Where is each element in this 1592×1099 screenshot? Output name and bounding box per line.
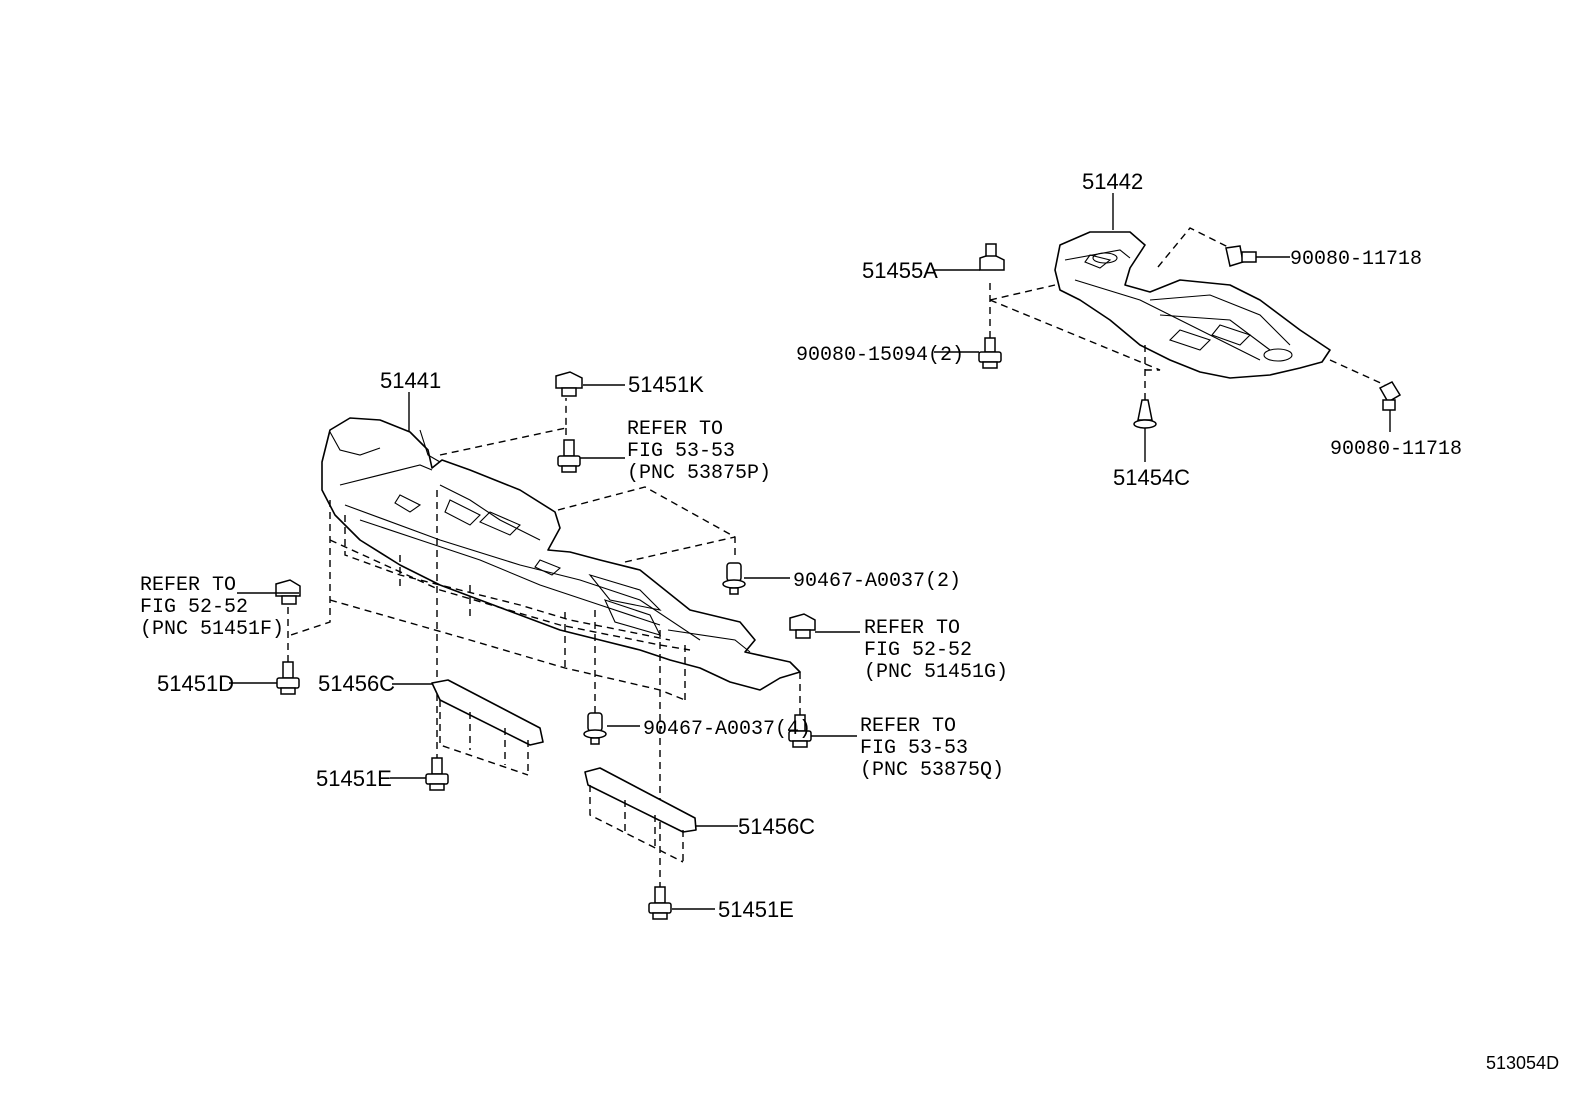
clip-51455a xyxy=(979,243,1005,271)
ref-line: REFER TO xyxy=(860,715,956,738)
clip-51451g xyxy=(789,613,816,639)
ref-note-53875q: REFER TO FIG 53-53 (PNC 53875Q) xyxy=(860,715,1004,782)
engine-under-cover-front xyxy=(321,417,801,691)
label-51454c: 51454C xyxy=(1113,465,1190,490)
guide-lines-front xyxy=(287,398,801,895)
label-90080-11718-upper: 90080-11718 xyxy=(1290,248,1422,271)
ref-line: REFER TO xyxy=(140,574,236,597)
protector-plate-lower xyxy=(584,767,697,863)
bolt-51451e-lower xyxy=(648,886,672,920)
ref-line: (PNC 53875Q) xyxy=(860,759,1004,782)
label-51456c-lower: 51456C xyxy=(738,814,815,839)
engine-under-cover-rear xyxy=(1054,231,1331,379)
label-51451d: 51451D xyxy=(157,671,234,696)
screw-90080-11718-lower xyxy=(1378,381,1402,411)
rivet-90467-a0037-4 xyxy=(583,712,607,745)
figure-code: 513054D xyxy=(1486,1053,1559,1073)
bolt-53875p xyxy=(557,439,581,473)
rivet-90467-a0037-2 xyxy=(722,562,746,595)
bolt-90080-15094 xyxy=(978,337,1002,369)
ref-line: (PNC 51451F) xyxy=(140,618,284,641)
label-51456c-upper: 51456C xyxy=(318,671,395,696)
label-90467-a0037-4: 90467-A0037(4) xyxy=(643,718,811,741)
label-51451e-upper: 51451E xyxy=(316,766,392,791)
label-90080-15094: 90080-15094(2) xyxy=(796,344,964,367)
clip-51451k xyxy=(555,371,583,397)
ref-note-51451g: REFER TO FIG 52-52 (PNC 51451G) xyxy=(864,617,1008,684)
ref-line: (PNC 51451G) xyxy=(864,661,1008,684)
ref-note-51451f: REFER TO FIG 52-52 (PNC 51451F) xyxy=(140,574,284,641)
ref-line: REFER TO xyxy=(864,617,960,640)
label-90467-a0037-2: 90467-A0037(2) xyxy=(793,570,961,593)
label-51441: 51441 xyxy=(380,368,441,393)
ref-line: (PNC 53875P) xyxy=(627,462,771,485)
bolt-51451d xyxy=(276,661,300,695)
label-90080-11718-lower: 90080-11718 xyxy=(1330,438,1462,461)
guide-lines-rear xyxy=(989,227,1386,400)
leader-lines xyxy=(229,193,1391,910)
clip-51451f xyxy=(275,579,301,605)
ref-line: REFER TO xyxy=(627,418,723,441)
protector-plate-upper xyxy=(431,679,544,776)
label-51451e-lower: 51451E xyxy=(718,897,794,922)
label-51442: 51442 xyxy=(1082,169,1143,194)
screw-90080-11718-upper xyxy=(1225,245,1257,267)
ref-line: FIG 52-52 xyxy=(864,639,972,662)
ref-line: FIG 53-53 xyxy=(627,440,735,463)
label-51455a: 51455A xyxy=(862,258,938,283)
ref-line: FIG 53-53 xyxy=(860,737,968,760)
bolt-53875q xyxy=(788,714,812,748)
ref-line: FIG 52-52 xyxy=(140,596,248,619)
label-51451k: 51451K xyxy=(628,372,704,397)
bolt-51451e-upper xyxy=(425,757,449,791)
ref-note-53875p: REFER TO FIG 53-53 (PNC 53875P) xyxy=(627,418,771,485)
clip-51454c xyxy=(1133,399,1157,429)
